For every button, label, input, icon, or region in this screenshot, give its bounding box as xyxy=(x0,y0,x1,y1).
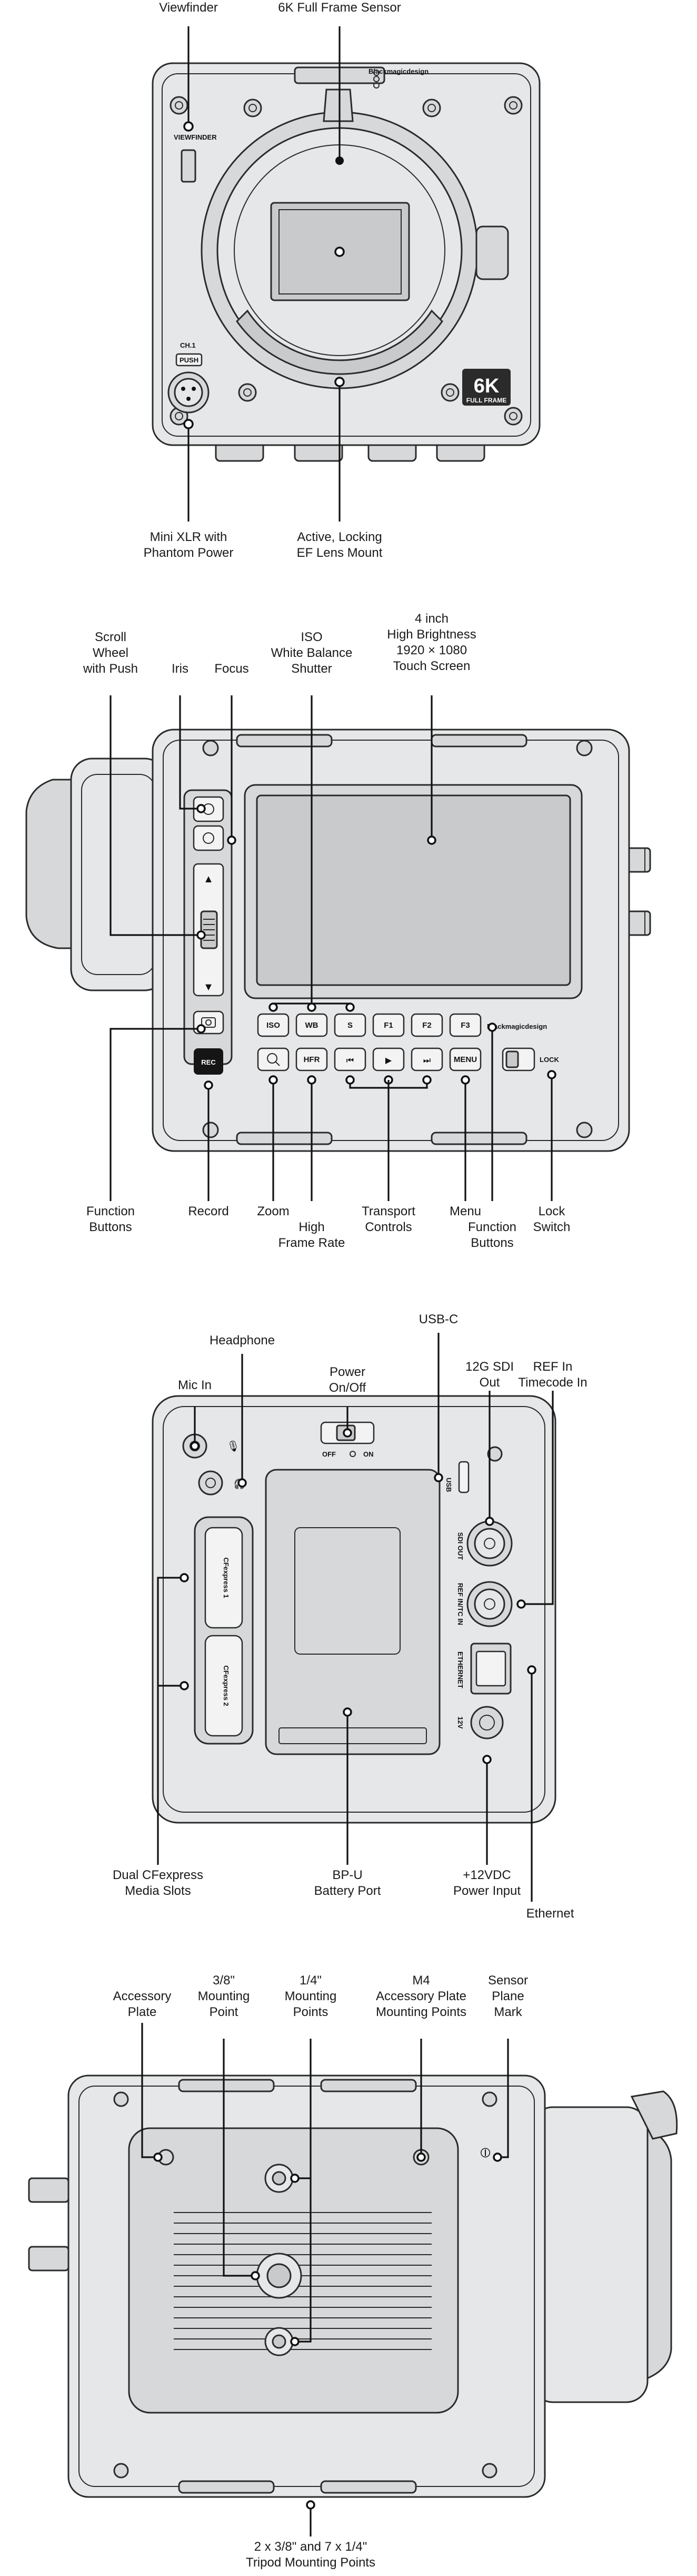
push-tag: PUSH xyxy=(180,356,198,364)
callout-sdi-out: 12G SDI Out xyxy=(465,1360,514,1390)
callout-dc-in: +12VDC Power Input xyxy=(453,1868,521,1898)
side-view: ▲ ▼ REC ISO WB S F1 F2 F3 Blackmagicdesi… xyxy=(25,695,651,1201)
svg-text:ETHERNET: ETHERNET xyxy=(456,1651,464,1688)
svg-text:SDI OUT: SDI OUT xyxy=(456,1532,464,1560)
callout-power: Power On/Off xyxy=(328,1365,366,1395)
callout-battery: BP-U Battery Port xyxy=(314,1868,381,1898)
callout-lock-switch: Lock Switch xyxy=(533,1204,571,1234)
callout-accessory-plate: Accessory Plate xyxy=(113,1989,172,2019)
front-brand-text: Blackmagicdesign xyxy=(369,67,429,75)
svg-text:⏮: ⏮ xyxy=(346,1056,354,1065)
f1-button[interactable] xyxy=(372,1013,405,1037)
svg-text:🎙: 🎙 xyxy=(226,1441,240,1452)
viewfinder-tag: VIEWFINDER xyxy=(174,133,217,141)
headphone-jack xyxy=(198,1470,223,1496)
callout-iris: Iris xyxy=(172,662,188,676)
callout-mini-xlr: Mini XLR with Phantom Power xyxy=(143,530,234,560)
svg-text:▼: ▼ xyxy=(203,981,214,993)
cfexpress-slot-1[interactable] xyxy=(204,1527,243,1629)
svg-text:REC: REC xyxy=(201,1058,216,1066)
iso-button[interactable] xyxy=(257,1013,290,1037)
callout-viewfinder: Viewfinder xyxy=(159,1,218,15)
brand-logo-dots xyxy=(373,70,380,89)
svg-text:6K: 6K xyxy=(474,375,500,397)
rec-button[interactable] xyxy=(194,1048,223,1075)
callout-record: Record xyxy=(188,1204,229,1218)
f2-button[interactable] xyxy=(411,1013,443,1037)
svg-text:ISO: ISO xyxy=(266,1021,280,1030)
svg-text:OFF: OFF xyxy=(322,1450,336,1458)
callout-menu: Menu xyxy=(449,1204,482,1218)
callout-mount-38: 3/8" Mounting Point xyxy=(197,1973,250,2019)
callout-mic-in: Mic In xyxy=(177,1378,212,1392)
callout-iso-wb-shutter: ISO White Balance Shutter xyxy=(271,630,353,676)
callout-mount-14: 1/4" Mounting Points xyxy=(284,1973,337,2019)
svg-text:CFexpress 1: CFexpress 1 xyxy=(222,1557,230,1598)
front-view: Blackmagicdesign VIEWFINDER CH.1 PUSH 6K… xyxy=(152,26,541,522)
side-brand-text: Blackmagicdesign xyxy=(487,1022,547,1030)
svg-text:USB: USB xyxy=(445,1478,453,1492)
callout-headphone: Headphone xyxy=(209,1333,275,1348)
svg-text:FULL FRAME: FULL FRAME xyxy=(466,397,506,404)
callout-touch-screen: 4 inch High Brightness 1920 × 1080 Touch… xyxy=(387,612,476,673)
battery-plate xyxy=(265,1469,441,1755)
sensor-plane-mark: ⦶ xyxy=(481,2145,491,2160)
svg-text:F3: F3 xyxy=(461,1021,470,1030)
svg-text:MENU: MENU xyxy=(454,1055,477,1064)
svg-text:LOCK: LOCK xyxy=(540,1056,559,1064)
svg-text:F1: F1 xyxy=(384,1021,393,1030)
callout-m4: M4 Accessory Plate Mounting Points xyxy=(375,1973,467,2019)
shutter-button[interactable] xyxy=(334,1013,366,1037)
wb-button[interactable] xyxy=(295,1013,328,1037)
svg-text:ON: ON xyxy=(363,1450,374,1458)
menu-button[interactable] xyxy=(449,1047,482,1071)
bottom-view: ⦶ xyxy=(28,2023,678,2536)
svg-text:REF IN/TC IN: REF IN/TC IN xyxy=(456,1583,464,1625)
svg-text:⏭: ⏭ xyxy=(423,1056,431,1065)
callout-function-buttons-right: Function Buttons xyxy=(467,1220,517,1250)
play-button[interactable] xyxy=(372,1047,405,1071)
callout-sensor: 6K Full Frame Sensor xyxy=(278,1,401,15)
callout-function-buttons-left: Function Buttons xyxy=(86,1204,135,1234)
ch1-tag: CH.1 xyxy=(180,341,196,349)
skip-forward-button[interactable] xyxy=(411,1047,443,1071)
callout-zoom: Zoom xyxy=(257,1204,290,1218)
callout-ethernet: Ethernet xyxy=(526,1906,574,1921)
6k-badge: 6K FULL FRAME xyxy=(462,369,511,406)
skip-back-button[interactable] xyxy=(334,1047,366,1071)
callout-usb-c: USB-C xyxy=(419,1312,459,1326)
callout-sensor-plane: Sensor Plane Mark xyxy=(487,1973,529,2019)
touch-screen[interactable] xyxy=(256,794,571,986)
zoom-button[interactable] xyxy=(257,1047,290,1071)
svg-text:WB: WB xyxy=(305,1021,318,1030)
callout-ref-in: REF In Timecode In xyxy=(518,1360,588,1390)
callout-lens-mount: Active, Locking EF Lens Mount xyxy=(296,530,383,560)
callout-tripod: 2 x 3/8" and 7 x 1/4" Tripod Mounting Po… xyxy=(246,2540,375,2570)
callout-cfexpress: Dual CFexpress Media Slots xyxy=(112,1868,204,1898)
svg-text:▲: ▲ xyxy=(203,873,214,885)
f3-button[interactable] xyxy=(449,1013,482,1037)
svg-text:S: S xyxy=(347,1021,353,1030)
dc-in-connector xyxy=(470,1706,504,1739)
callout-scroll-wheel: Scroll Wheel with Push xyxy=(83,630,138,676)
callout-hfr: High Frame Rate xyxy=(278,1220,345,1250)
hfr-button[interactable] xyxy=(295,1047,328,1071)
callout-transport: Transport Controls xyxy=(362,1204,415,1234)
svg-text:▶: ▶ xyxy=(385,1056,392,1065)
svg-text:CFexpress 2: CFexpress 2 xyxy=(222,1665,230,1706)
callout-focus: Focus xyxy=(214,662,249,676)
svg-text:HFR: HFR xyxy=(304,1055,320,1064)
svg-text:12V: 12V xyxy=(456,1716,464,1728)
svg-text:F2: F2 xyxy=(422,1021,432,1030)
usb-c-port xyxy=(458,1461,470,1493)
rear-view: 🎙 🎧 OFF ON USB CFexpress 1 CFexpress 2 S… xyxy=(152,1333,556,1902)
cfexpress-slot-2[interactable] xyxy=(204,1635,243,1737)
